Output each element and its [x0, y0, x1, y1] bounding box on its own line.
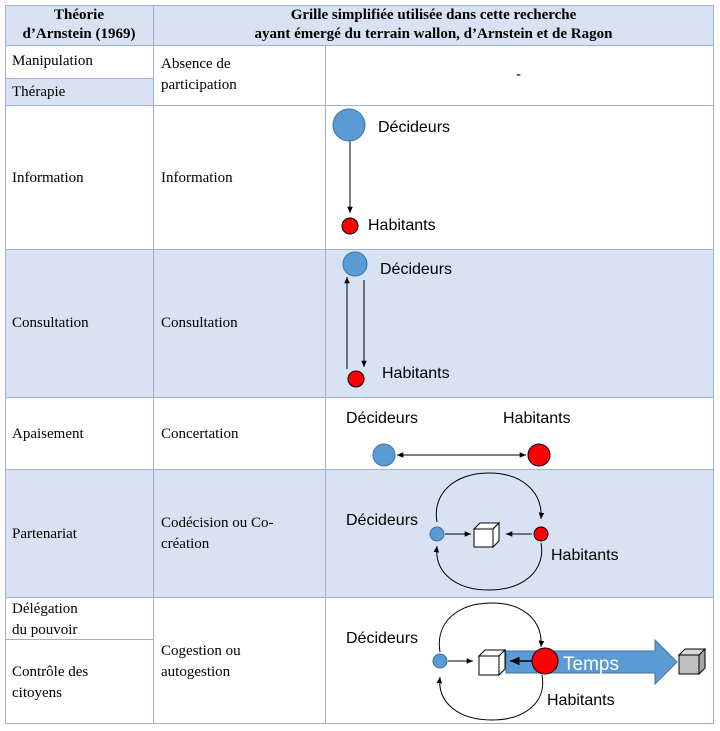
level-manipulation: Manipulation [12, 53, 93, 69]
level-controle-line2: citoyens [12, 685, 62, 701]
decideurs-label: Décideurs [346, 410, 418, 427]
level-therapie: Thérapie [12, 84, 66, 100]
shared-cube [472, 521, 501, 549]
absence-dash: - [516, 66, 521, 83]
codecision-diagram: Décideurs Habitants [346, 472, 619, 591]
level-delegation-line2: du pouvoir [12, 622, 78, 638]
habitants-label: Habitants [503, 410, 571, 427]
decideurs-node [332, 108, 366, 142]
grid-consultation: Consultation [161, 315, 238, 331]
header-background [5, 5, 714, 45]
habitants-node [347, 370, 365, 388]
habitants-node [531, 647, 559, 675]
level-apaisement: Apaisement [12, 426, 84, 442]
cogestion-diagram: Temps Décideurs Habitants [346, 602, 707, 721]
level-delegation-line1: Délégation [12, 601, 78, 617]
header-grille: Grille simplifiée utilisée dans cette re… [153, 6, 714, 44]
partenariat-row-background [5, 469, 714, 597]
habitants-node [527, 443, 551, 467]
grid-information: Information [161, 170, 233, 186]
grid-codecision-line2: création [161, 536, 210, 552]
decideurs-node [342, 251, 368, 277]
shared-cube [477, 648, 507, 677]
level-delegation: Délégation du pouvoir [12, 599, 78, 641]
concertation-diagram: Décideurs Habitants [346, 410, 571, 467]
header-grille-line2: ayant émergé du terrain wallon, d’Arnste… [254, 26, 613, 42]
habitants-label: Habitants [368, 217, 436, 234]
header-arnstein: Théorie d’Arnstein (1969) [5, 6, 153, 44]
grid-cogestion-line1: Cogestion ou [161, 643, 241, 659]
grid-codecision-line1: Codécision ou Co- [161, 515, 274, 531]
level-controle: Contrôle des citoyens [12, 662, 88, 704]
grid-concertation: Concertation [161, 426, 239, 442]
level-controle-line1: Contrôle des [12, 664, 89, 680]
decideurs-node [432, 653, 448, 669]
habitants-node [533, 526, 549, 542]
future-cube [677, 647, 707, 676]
level-consultation: Consultation [12, 315, 89, 331]
habitants-label: Habitants [547, 692, 615, 709]
decideurs-node [372, 443, 396, 467]
header-arnstein-line2: d’Arnstein (1969) [22, 26, 136, 42]
decideurs-label: Décideurs [380, 261, 452, 278]
temps-label: Temps [563, 654, 619, 675]
grid-absence-line2: participation [161, 77, 237, 93]
habitants-label: Habitants [551, 547, 619, 564]
habitants-label: Habitants [382, 365, 450, 382]
therapie-row-background [5, 78, 153, 105]
level-partenariat: Partenariat [12, 526, 77, 542]
header-grille-line1: Grille simplifiée utilisée dans cette re… [290, 7, 577, 23]
header-arnstein-line1: Théorie [54, 7, 104, 23]
grid-codecision: Codécision ou Co- création [161, 513, 274, 555]
decideurs-label: Décideurs [346, 630, 418, 647]
decideurs-label: Décideurs [378, 119, 450, 136]
grid-absence: Absence de participation [161, 54, 237, 96]
information-diagram: Décideurs Habitants [332, 108, 450, 235]
habitants-node [341, 217, 359, 235]
level-information: Information [12, 170, 84, 186]
decideurs-node [429, 526, 445, 542]
grid-absence-line1: Absence de [161, 56, 231, 72]
consultation-diagram: Décideurs Habitants [342, 251, 452, 388]
grid-cogestion: Cogestion ou autogestion [161, 641, 241, 683]
grid-cogestion-line2: autogestion [161, 664, 231, 680]
decideurs-label: Décideurs [346, 512, 418, 529]
